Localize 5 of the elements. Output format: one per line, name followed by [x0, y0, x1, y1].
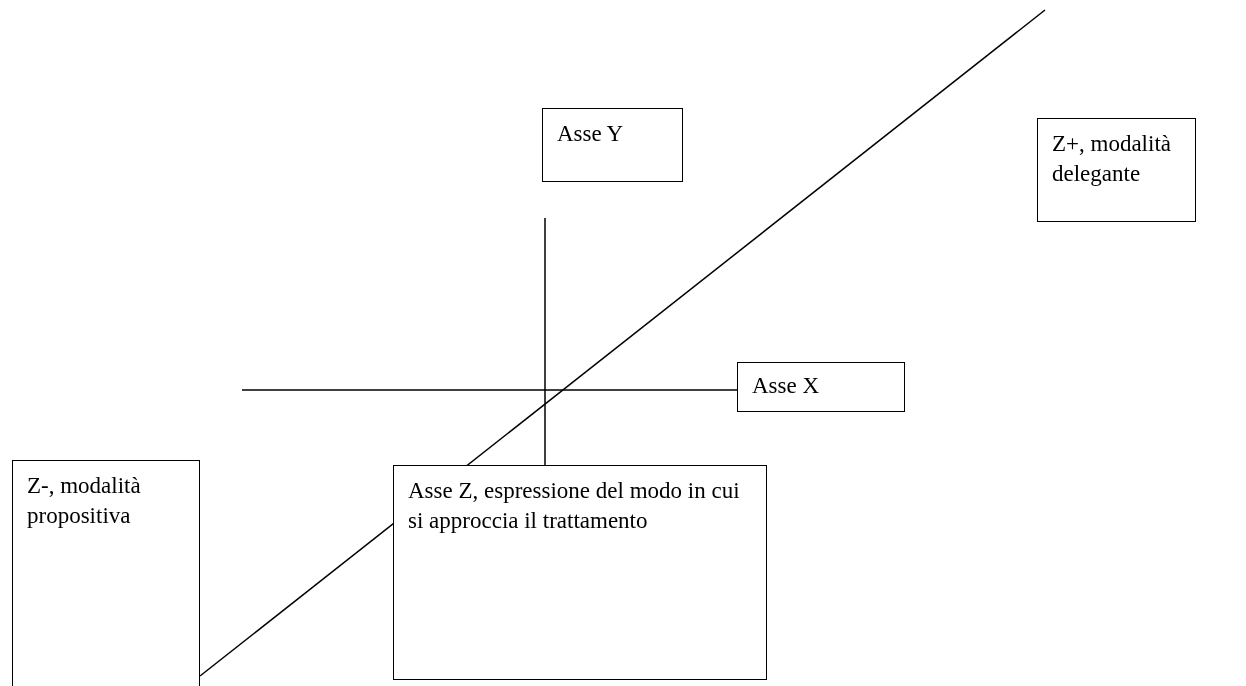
axis-label: Z-, modalità propositiva [12, 460, 200, 686]
axis-label: Asse X [737, 362, 905, 412]
axis-label: Z+, modalità delegante [1037, 118, 1196, 222]
axis-label: Asse Y [542, 108, 683, 182]
axis-label: Asse Z, espressione del modo in cui si approccia il trattamento [393, 465, 767, 680]
